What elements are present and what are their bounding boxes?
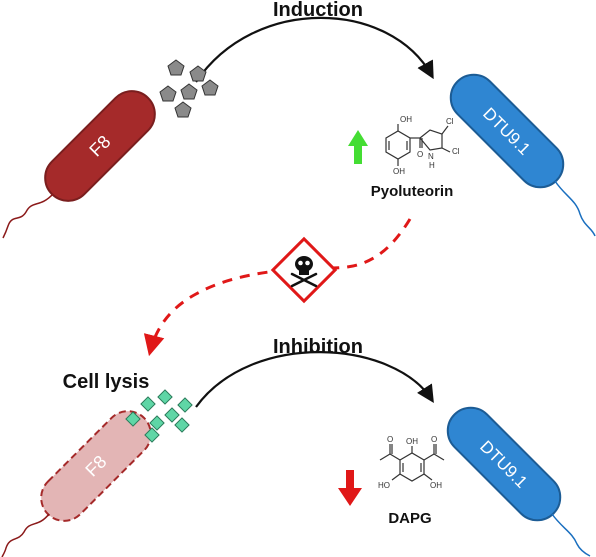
dtu-top-flagellum (554, 180, 596, 237)
signal-molecules (159, 59, 219, 118)
metabolite-diamond (164, 407, 180, 423)
inhibition-arrow (195, 351, 434, 408)
up-arrow (348, 130, 368, 164)
dtu-bacterium-bottom (446, 406, 562, 522)
chem-cl-top: Cl (446, 117, 454, 126)
pyoluteorin-label: Pyoluteorin (371, 183, 454, 200)
pyoluteorin-structure (385, 124, 451, 166)
chem-oh-dapg-right: OH (430, 481, 442, 490)
signal-pentagon (189, 65, 207, 82)
metabolite-diamond (149, 415, 165, 431)
signal-pentagon (159, 85, 177, 102)
chem-oh-dapg-top: OH (406, 437, 418, 446)
metabolite-diamond (174, 417, 190, 433)
chem-o-right: O (431, 435, 437, 444)
signal-pentagon (174, 101, 192, 118)
f8-bacterium-bottom (40, 410, 152, 522)
chem-o-left: O (387, 435, 393, 444)
dapg-label: DAPG (388, 510, 431, 527)
released-metabolites (125, 389, 193, 443)
induction-arrow (195, 16, 434, 83)
induction-title: Induction (273, 0, 363, 21)
metabolite-diamond (140, 396, 156, 412)
signal-pentagon (167, 59, 185, 76)
f8-bottom-flagellum (1, 513, 50, 557)
cell-lysis-title: Cell lysis (63, 371, 150, 393)
chem-o: O (417, 150, 423, 159)
chem-cl-right: Cl (452, 147, 460, 156)
metabolite-diamond (157, 389, 173, 405)
dtu-bottom-flagellum (551, 513, 591, 557)
down-arrow (338, 470, 362, 506)
chem-h: H (429, 161, 435, 170)
dtu-bacterium-top (449, 73, 565, 189)
chem-ho-dapg: HO (378, 481, 390, 490)
chem-oh-top: OH (400, 115, 412, 124)
metabolite-diamond (177, 397, 193, 413)
chem-n: N (428, 152, 434, 161)
chem-oh-bottom: OH (393, 167, 405, 176)
signal-pentagon (201, 79, 219, 96)
f8-top-flagellum (2, 193, 54, 239)
skull-crossbones-icon (290, 256, 318, 288)
dapg-structure (379, 444, 445, 482)
signal-pentagon (180, 83, 198, 100)
toxicity-dashed-path (143, 218, 412, 357)
metabolite-diamond (125, 411, 141, 427)
metabolite-diamond (144, 427, 160, 443)
